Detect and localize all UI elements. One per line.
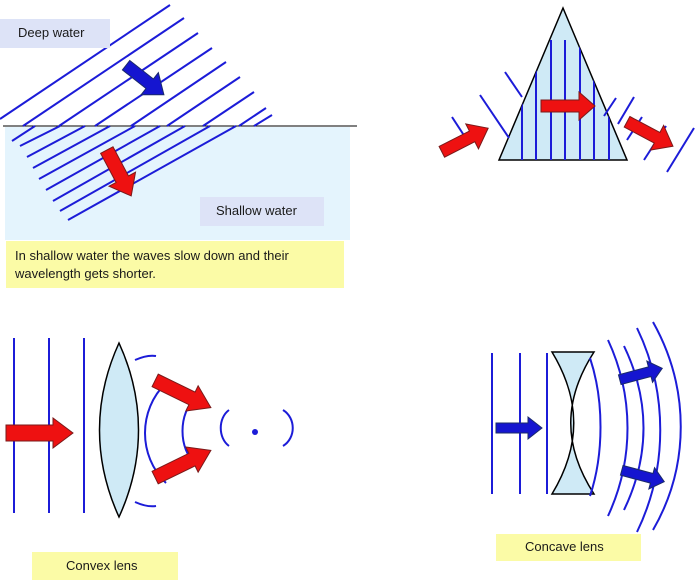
prism-inside-arrow-icon xyxy=(540,90,596,122)
shallow-water-label: Shallow water xyxy=(200,197,324,226)
prism-outgoing-arrow-icon xyxy=(623,115,674,151)
convex-upper-arrow-icon xyxy=(151,373,212,412)
concave-diverging-wavefronts xyxy=(589,321,682,533)
shallow-water-caption: In shallow water the waves slow down and… xyxy=(6,241,344,288)
prism-panel xyxy=(438,6,695,173)
deep-water-wavefronts xyxy=(0,4,267,127)
concave-upper-arrow-icon xyxy=(617,360,663,386)
shallow-water-arrow-icon xyxy=(99,146,137,197)
focal-point xyxy=(252,429,258,435)
convex-lower-arrow-icon xyxy=(151,446,212,485)
concave-lens-panel xyxy=(491,321,682,533)
prism-shape xyxy=(497,6,629,161)
convex-lens-label: Convex lens xyxy=(32,552,178,580)
concave-lens-label: Concave lens xyxy=(496,534,641,561)
convex-lens-shape xyxy=(98,341,140,519)
deep-water-arrow-icon xyxy=(121,59,165,96)
convex-lens-panel xyxy=(5,338,294,519)
deep-water-label: Deep water xyxy=(0,19,110,48)
prism-incoming-arrow-icon xyxy=(438,123,489,158)
concave-lens-shape xyxy=(550,351,596,495)
concave-incoming-arrow-icon xyxy=(495,415,543,441)
water-refraction-panel xyxy=(0,4,357,240)
concave-lower-arrow-icon xyxy=(619,464,665,490)
convex-incoming-arrow-icon xyxy=(5,417,74,449)
